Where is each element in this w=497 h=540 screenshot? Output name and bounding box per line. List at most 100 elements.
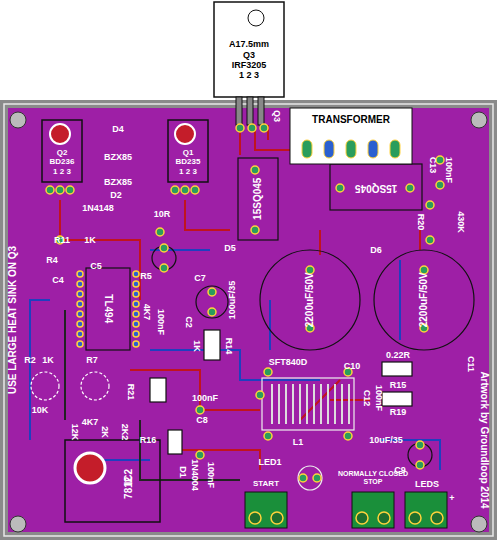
inductor-fins bbox=[341, 384, 343, 424]
component-label: TRANSFORMER bbox=[312, 114, 390, 126]
inductor-fins bbox=[334, 384, 336, 424]
component-box: START bbox=[238, 478, 294, 490]
component-outline bbox=[382, 392, 412, 406]
solder-pad bbox=[46, 124, 444, 524]
silkscreen-label: BZX85 bbox=[104, 153, 132, 162]
silkscreen-label: C4 bbox=[52, 276, 64, 285]
solder-pad bbox=[249, 512, 261, 524]
component-outline bbox=[196, 286, 228, 318]
heatsink-tab bbox=[175, 124, 195, 144]
solder-pad bbox=[160, 264, 168, 272]
inductor-fins bbox=[299, 384, 301, 424]
silkscreen-label: C2 bbox=[184, 316, 193, 328]
inductor-fins bbox=[272, 384, 349, 424]
component-outline bbox=[31, 158, 474, 490]
silkscreen-label: 10R bbox=[154, 210, 171, 219]
solder-pad bbox=[409, 512, 421, 524]
board bbox=[0, 100, 497, 540]
component-label: 15SQ045 bbox=[355, 182, 397, 194]
inductor-fins bbox=[306, 384, 308, 424]
silkscreen-label: C5 bbox=[90, 262, 102, 271]
solder-pad bbox=[77, 311, 83, 317]
silkscreen-label: 100nF bbox=[374, 385, 383, 411]
inductor-fins bbox=[327, 384, 329, 424]
component-label: START bbox=[253, 479, 279, 488]
solder-pad bbox=[271, 512, 283, 524]
q3-package bbox=[236, 97, 242, 125]
copper-trace bbox=[30, 125, 440, 480]
silkscreen-label: 10uF/35 bbox=[369, 436, 403, 445]
solder-pad bbox=[77, 321, 83, 327]
solder-pad bbox=[368, 140, 378, 158]
solder-pad bbox=[336, 184, 344, 192]
component-box: Q2BD2361 2 3 bbox=[42, 144, 82, 180]
silkscreen-label: R15 bbox=[390, 381, 407, 390]
solder-pad bbox=[416, 441, 424, 449]
silkscreen-label: R20 bbox=[416, 214, 425, 231]
solder-pad bbox=[77, 301, 83, 307]
solder-pad bbox=[299, 474, 307, 482]
silkscreen-label: 100nF bbox=[444, 157, 453, 183]
component-label: 1 2 3 bbox=[179, 167, 197, 176]
component-outline bbox=[298, 466, 322, 490]
component-box: 2200uF/50V bbox=[384, 260, 464, 340]
inductor-fins bbox=[320, 384, 322, 424]
silkscreen-label: D5 bbox=[224, 244, 236, 253]
board bbox=[0, 100, 497, 540]
component-label: A17.5mm bbox=[229, 39, 269, 49]
terminal-block bbox=[405, 492, 447, 528]
q3-package bbox=[248, 10, 264, 26]
solder-pad bbox=[346, 140, 356, 158]
board bbox=[10, 112, 26, 128]
silkscreen-label: R21 bbox=[126, 384, 135, 401]
silkscreen-label: C12 bbox=[362, 390, 371, 407]
heatsink-tab bbox=[42, 120, 208, 522]
solder-pad bbox=[356, 512, 368, 524]
silkscreen-label: Artwork by Groundloop 2014 bbox=[479, 371, 489, 508]
solder-pad bbox=[436, 156, 444, 164]
solder-pad bbox=[208, 288, 216, 296]
silkscreen-label: 100uF/35 bbox=[228, 281, 237, 320]
silkscreen-label: 1K bbox=[84, 236, 96, 245]
inductor-fins bbox=[271, 384, 273, 424]
solder-pad bbox=[77, 291, 83, 297]
component-box: IC27812 bbox=[100, 445, 158, 519]
component-box: 2200uF/50V bbox=[270, 260, 350, 340]
solder-pad bbox=[77, 331, 83, 337]
component-box: 15SQ045 bbox=[330, 170, 422, 206]
silkscreen-label: C7 bbox=[194, 274, 206, 283]
silkscreen-label: R4 bbox=[46, 256, 58, 265]
component-box: TL494 bbox=[86, 268, 130, 350]
component-label: BD236 bbox=[50, 157, 75, 166]
q3-package bbox=[247, 97, 253, 125]
q3-package bbox=[258, 97, 264, 125]
silkscreen-label: C9 bbox=[394, 466, 406, 475]
component-outline bbox=[81, 372, 109, 400]
solder-pad bbox=[416, 461, 424, 469]
solder-pad bbox=[133, 271, 139, 277]
solder-pad bbox=[324, 140, 334, 158]
heatsink-tab bbox=[42, 120, 82, 182]
q3-package bbox=[214, 2, 284, 97]
terminal-block bbox=[245, 492, 287, 528]
component-label: 1 2 3 bbox=[239, 70, 259, 80]
component-label: Q2 bbox=[57, 148, 68, 157]
board bbox=[471, 516, 487, 532]
solder-pad bbox=[196, 406, 204, 414]
silkscreen-label: D6 bbox=[370, 246, 382, 255]
component-label: 2200uF/50V bbox=[418, 272, 430, 327]
silkscreen-label: 100nF bbox=[156, 309, 165, 335]
solder-pad bbox=[77, 341, 83, 347]
silkscreen-label: 430K bbox=[456, 211, 465, 233]
solder-pad bbox=[196, 451, 204, 459]
inductor-fins bbox=[348, 384, 350, 424]
silkscreen-label: 4K7 bbox=[82, 418, 99, 427]
component-outline bbox=[382, 362, 412, 376]
silkscreen-label: BZX85 bbox=[104, 178, 132, 187]
silkscreen-label: C10 bbox=[344, 362, 361, 371]
board bbox=[8, 108, 489, 532]
component-outline bbox=[238, 158, 278, 240]
silkscreen-label: D4 bbox=[112, 125, 124, 134]
solder-pad bbox=[390, 140, 400, 158]
component-outline bbox=[330, 164, 422, 210]
